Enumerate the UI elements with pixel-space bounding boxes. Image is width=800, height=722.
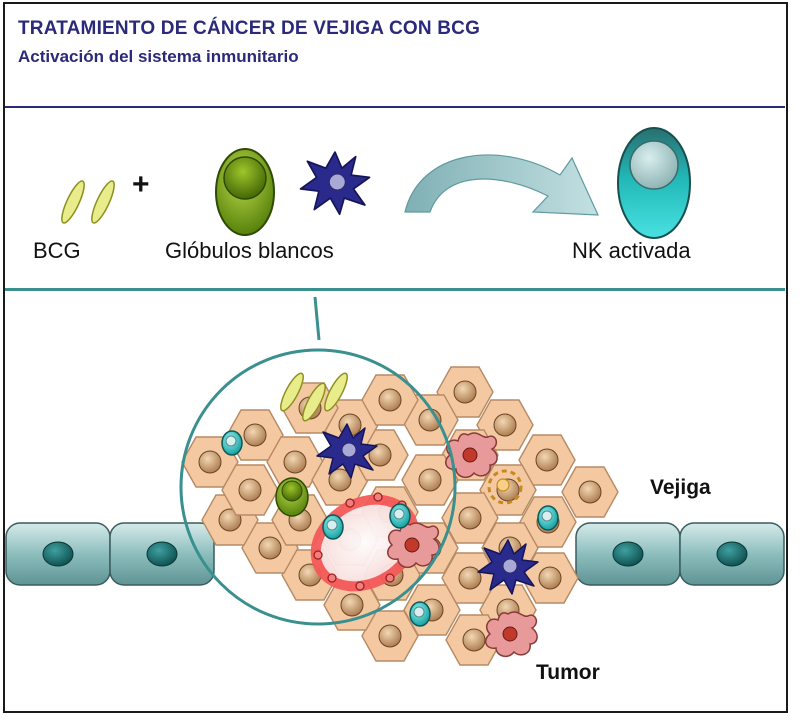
bcg-bacillus-icon [61,180,115,224]
dendritic-cell-icon [299,151,371,216]
bcg-in-bladder [280,372,348,422]
dying-tumor-cell [487,469,523,505]
divider-top [5,106,785,108]
white-cells-label: Glóbulos blancos [165,238,334,263]
plus-sign: + [132,168,150,201]
divider-middle [5,288,785,291]
bladder-label: Vejiga [650,476,711,499]
curved-arrow-icon [404,154,599,216]
leukocyte-icon [215,148,275,236]
magnifier-callout [179,296,457,626]
page-subtitle: Activación del sistema inmunitario [18,47,299,66]
bcg-label: BCG [33,238,81,263]
page-title: TRATAMIENTO DE CÁNCER DE VEJIGA CON BCG [18,18,481,39]
leukocyte-scene [275,477,309,517]
tumor-label: Tumor [536,661,600,684]
nk-label: NK activada [572,238,691,263]
nk-cell-icon [617,127,691,239]
